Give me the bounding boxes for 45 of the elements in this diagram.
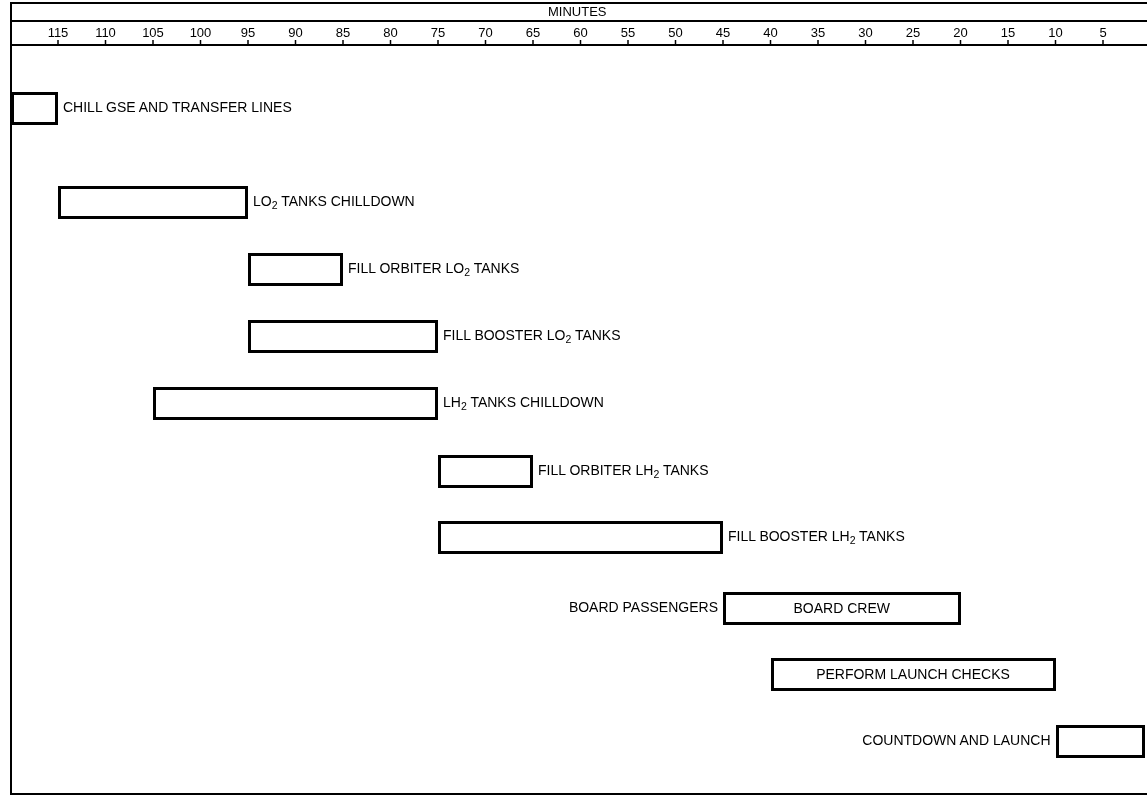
task-bar xyxy=(723,592,961,625)
tick-label: 110 xyxy=(94,25,117,40)
task-label: PERFORM LAUNCH CHECKS xyxy=(816,665,1010,684)
tick-label: 5 xyxy=(1098,25,1108,40)
task-bar xyxy=(248,320,438,353)
tick-label: 40 xyxy=(762,25,779,40)
tick-label: 90 xyxy=(287,25,304,40)
tick-label: 60 xyxy=(572,25,589,40)
tick-label: 15 xyxy=(999,25,1017,40)
tick-label: 55 xyxy=(619,25,637,40)
tick-label: 20 xyxy=(952,25,969,40)
tick-label: 50 xyxy=(667,25,684,40)
tick-label: 95 xyxy=(239,25,257,40)
task-bar xyxy=(438,455,533,488)
tick-label: 70 xyxy=(477,25,494,40)
task-bar xyxy=(248,253,343,286)
axis-title: MINUTES xyxy=(548,4,607,19)
task-label: FILL ORBITER LH$_{2}$ TANKS xyxy=(538,461,709,479)
task-label: BOARD CREW xyxy=(793,599,890,618)
tick-label: 115 xyxy=(46,25,70,40)
task-label: COUNTDOWN AND LAUNCH xyxy=(862,731,1051,749)
tick-label: 100 xyxy=(188,25,213,40)
task-bar xyxy=(438,521,723,554)
task-label: LO$_{2}$ TANKS CHILLDOWN xyxy=(253,192,415,210)
task-label: FILL BOOSTER LH$_{2}$ TANKS xyxy=(728,527,905,545)
tick-label: 10 xyxy=(1047,25,1064,40)
tick-label: 65 xyxy=(524,25,542,40)
tick-label: 45 xyxy=(714,25,732,40)
tick-label: 30 xyxy=(857,25,874,40)
tick-label: 75 xyxy=(429,25,447,40)
task-label: FILL BOOSTER LO$_{2}$ TANKS xyxy=(443,326,621,344)
task-label: FILL ORBITER LO$_{2}$ TANKS xyxy=(348,259,520,277)
task-bar xyxy=(58,186,248,219)
task-bar xyxy=(1055,725,1145,758)
tick-label: 105 xyxy=(141,25,165,40)
task-bar xyxy=(770,658,1056,691)
task-label: BOARD PASSENGERS xyxy=(568,598,718,616)
task-label: CHILL GSE AND TRANSFER LINES xyxy=(63,98,292,116)
task-bar xyxy=(10,92,58,125)
task-bar xyxy=(153,387,438,420)
tick-label: 25 xyxy=(904,25,922,40)
tick-label: 85 xyxy=(334,25,352,40)
tick-label: 35 xyxy=(809,25,827,40)
tick-label: 80 xyxy=(382,25,399,40)
task-label: LH$_{2}$ TANKS CHILLDOWN xyxy=(443,393,604,411)
